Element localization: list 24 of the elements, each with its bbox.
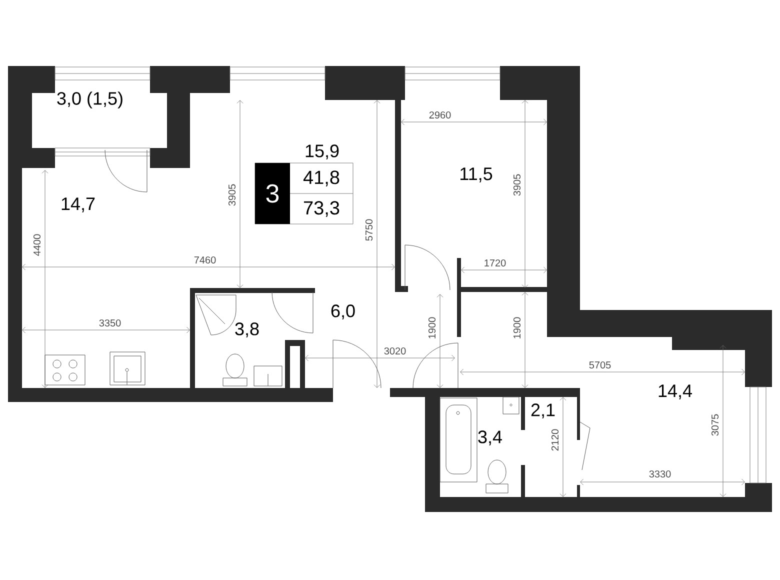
- dimension-text: 1900: [428, 317, 436, 338]
- dimension-text: 5705: [589, 361, 611, 369]
- dimension-text: 3020: [384, 347, 406, 355]
- dimension-text: 3350: [99, 319, 121, 327]
- dimension-text: 2120: [551, 429, 559, 451]
- dimension-text: 2960: [429, 111, 451, 119]
- room-area-label: 3,4: [478, 430, 502, 446]
- dimension-text: 7460: [194, 256, 216, 264]
- dimension-text: 3075: [711, 414, 719, 436]
- room-area-label: 11,5: [460, 168, 492, 182]
- room-area-label: 14,7: [62, 198, 95, 212]
- room-area-label: 3,0 (1,5): [57, 92, 122, 108]
- dimension-text: 3905: [228, 184, 236, 206]
- room-area-label: 14,4: [658, 384, 692, 400]
- dimension-text: 1900: [513, 317, 521, 338]
- dimension-text: 1720: [484, 259, 506, 267]
- dimension-text: 3905: [513, 174, 521, 196]
- room-area-label: 2,1: [531, 404, 555, 418]
- area-badge: 3 41,8 73,3: [254, 162, 354, 224]
- room-area-label: 6,0: [331, 304, 355, 320]
- room-area-label: 3,8: [235, 322, 259, 338]
- dimension-text: 3330: [649, 470, 671, 478]
- dimension-text: 4400: [33, 234, 41, 256]
- dimension-text: 5750: [365, 219, 373, 241]
